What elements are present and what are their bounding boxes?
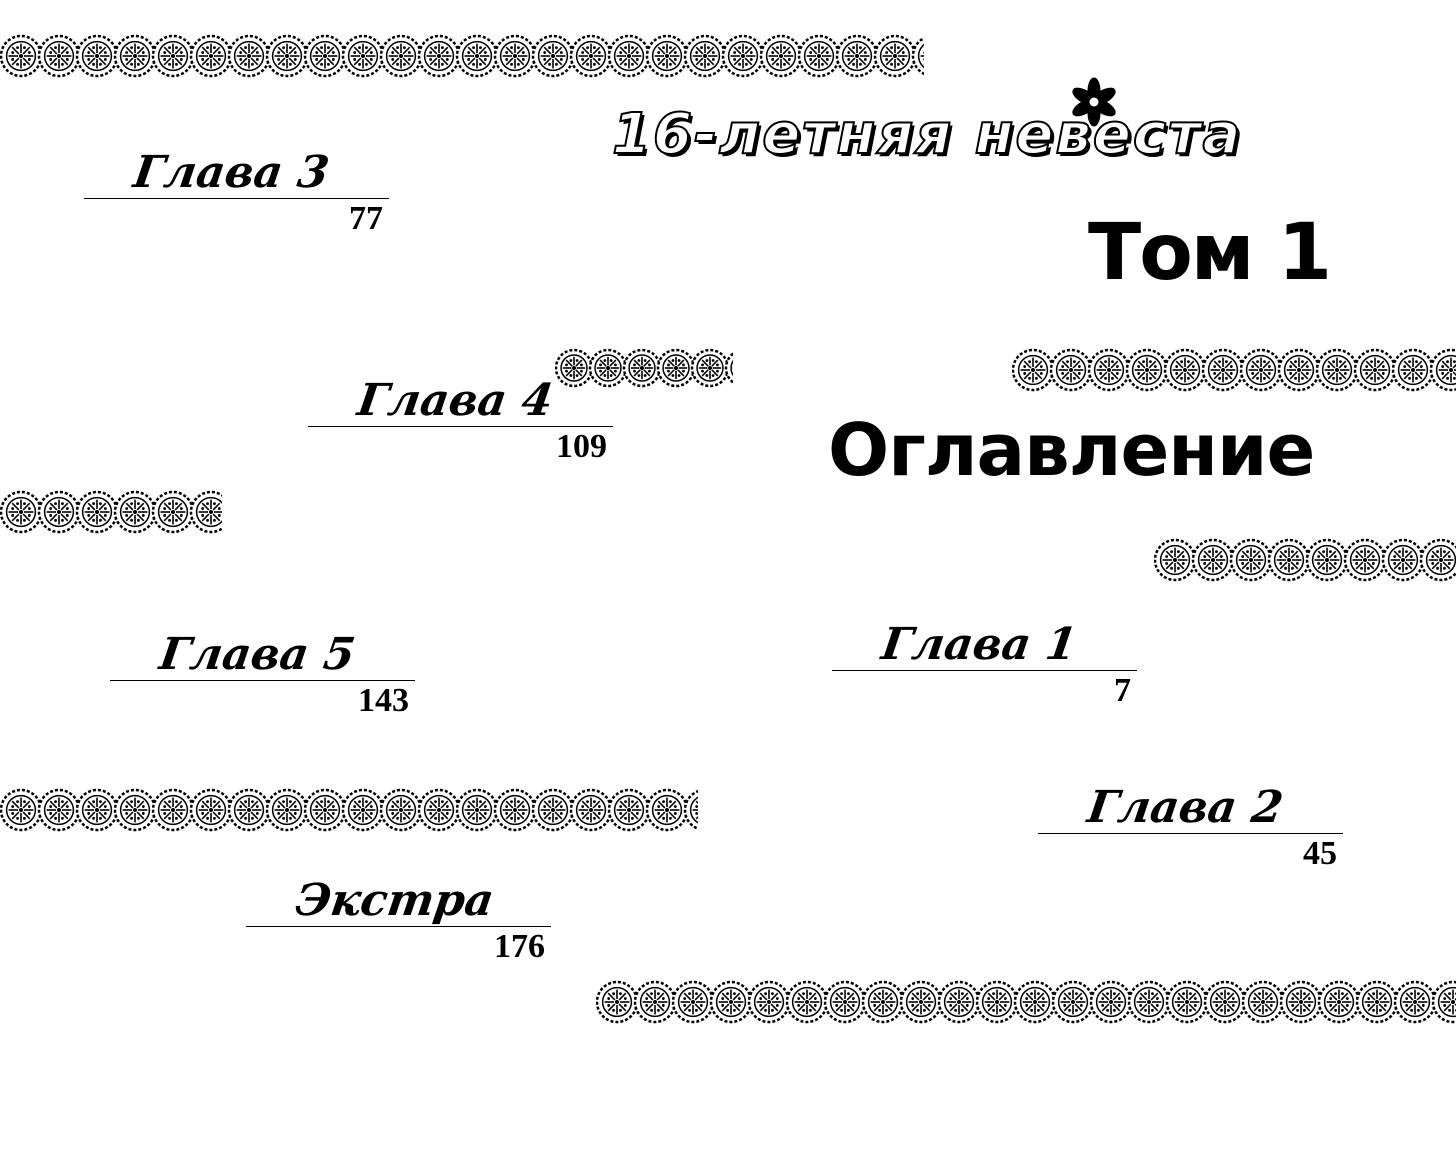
toc-entry-rule xyxy=(832,670,1137,671)
toc-entry-page: 7 xyxy=(1114,672,1131,709)
toc-entry-label: Глава 1 xyxy=(878,619,1081,670)
lace-border-small-center xyxy=(555,348,733,388)
toc-entry-rule xyxy=(110,680,415,681)
toc-entry-label: Экстра xyxy=(292,875,498,926)
toc-entry-label: Глава 2 xyxy=(1084,782,1287,833)
flower-icon xyxy=(1072,77,1116,127)
toc-entry-label: Глава 3 xyxy=(130,147,333,198)
toc-entry-page: 77 xyxy=(349,200,383,237)
lace-border-right-middle xyxy=(1154,538,1456,582)
toc-entry-extra[interactable]: Экстра 176 xyxy=(246,875,551,967)
lace-border-left-middle xyxy=(0,490,222,534)
toc-entry-label: Глава 4 xyxy=(354,375,557,426)
toc-entry-chapter-4[interactable]: Глава 4 109 xyxy=(308,375,613,467)
toc-entry-label: Глава 5 xyxy=(156,629,359,680)
toc-entry-rule xyxy=(1038,833,1343,834)
toc-entry-page: 45 xyxy=(1303,835,1337,872)
volume-label: Том 1 xyxy=(1088,208,1332,298)
lace-border-right-upper xyxy=(1012,348,1456,392)
toc-entry-rule xyxy=(308,426,613,427)
toc-entry-chapter-5[interactable]: Глава 5 143 xyxy=(110,629,415,721)
toc-entry-page: 109 xyxy=(556,428,607,465)
toc-entry-chapter-1[interactable]: Глава 1 7 xyxy=(832,619,1137,711)
lace-border-top xyxy=(0,34,924,78)
toc-entry-rule xyxy=(84,198,389,199)
toc-entry-chapter-3[interactable]: Глава 3 77 xyxy=(84,147,389,239)
toc-entry-page: 143 xyxy=(358,682,409,719)
toc-entry-chapter-2[interactable]: Глава 2 45 xyxy=(1038,782,1343,874)
contents-heading: Оглавление xyxy=(828,408,1315,492)
lace-border-bottom xyxy=(596,980,1456,1024)
lace-border-left-lower xyxy=(0,788,698,832)
toc-entry-page: 176 xyxy=(494,928,545,965)
toc-entry-rule xyxy=(246,926,551,927)
book-title: 16-летняя невеста xyxy=(611,101,1243,168)
